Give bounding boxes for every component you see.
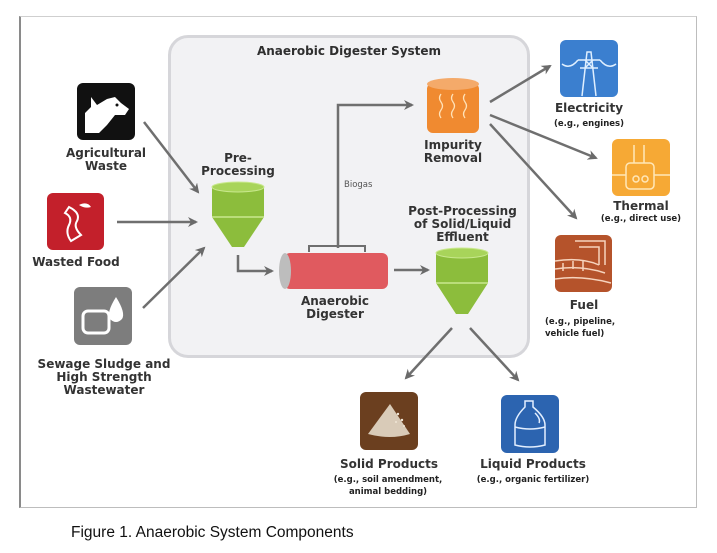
arrow-impurity-to-electricity — [489, 64, 552, 104]
post-processing-hopper-icon — [435, 247, 489, 314]
sludge-drop-icon — [74, 287, 132, 345]
output-title-fuel: Fuel — [569, 298, 599, 312]
figure-caption: Figure 1. Anaerobic System Components — [71, 524, 354, 541]
pre-processing-hopper-icon — [211, 181, 265, 247]
figure-frame — [19, 16, 697, 508]
arrow-pre-to-digester — [236, 255, 274, 276]
biogas-label: Biogas — [344, 180, 373, 190]
apple-core-icon — [47, 193, 104, 250]
system-title: Anaerobic Digester System — [256, 44, 442, 58]
output-title-thermal: Thermal — [613, 199, 669, 213]
output-example-solid-products: (e.g., soil amendment, animal bedding) — [333, 475, 443, 497]
input-label-wasted-food: Wasted Food — [32, 255, 120, 269]
arrow-post-to-liquid — [469, 327, 520, 382]
digester-bracket — [308, 245, 366, 252]
arrow-impurity-to-thermal — [489, 113, 598, 160]
process-label-anaerobic-digester: Anaerobic Digester — [300, 294, 370, 321]
soil-pile-icon — [360, 392, 418, 450]
process-label-pre-processing: Pre- Processing — [201, 151, 275, 178]
output-example-liquid-products: (e.g., organic fertilizer) — [476, 475, 590, 485]
process-label-impurity-removal: Impurity Removal — [423, 138, 483, 165]
input-label-agricultural-waste: Agricultural Waste — [65, 146, 147, 173]
arrow-impurity-to-fuel — [489, 123, 578, 220]
output-title-electricity: Electricity — [554, 101, 624, 115]
process-label-post-processing: Post-Processing of Solid/Liquid Effluent — [408, 204, 517, 244]
output-example-fuel: (e.g., pipeline, vehicle fuel) — [545, 317, 616, 339]
jug-icon — [501, 395, 559, 453]
pipeline-icon — [554, 235, 612, 292]
arrow-agri-to-pre — [143, 121, 200, 194]
cow-icon — [77, 83, 135, 140]
input-label-sewage-sludge: Sewage Sludge and High Strength Wastewat… — [37, 357, 171, 397]
boiler-icon — [612, 139, 670, 196]
output-example-thermal: (e.g., direct use) — [600, 214, 682, 224]
anaerobic-digester-tank-icon — [279, 253, 388, 289]
power-tower-icon — [560, 40, 618, 97]
impurity-removal-cylinder-icon — [427, 78, 479, 133]
output-example-electricity: (e.g., engines) — [554, 119, 624, 129]
biogas-pipe — [336, 100, 414, 248]
arrow-sewage-to-pre — [142, 246, 206, 309]
arrow-post-to-solid — [404, 327, 453, 380]
output-title-solid-products: Solid Products — [340, 457, 438, 471]
output-title-liquid-products: Liquid Products — [480, 457, 586, 471]
